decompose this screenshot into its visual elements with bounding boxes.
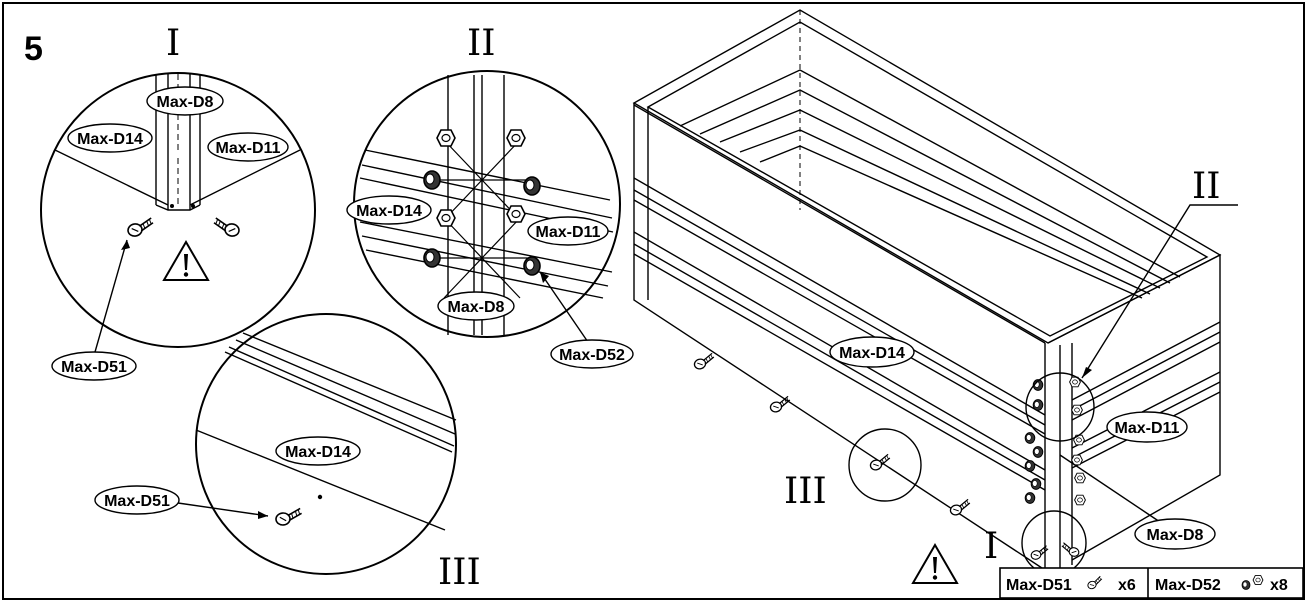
main-warning-icon (912, 544, 958, 584)
detail-1: I Max-D8 Max-D14 Max-D11 Max-D51 (40, 23, 316, 381)
detail-3-numeral: III (438, 552, 481, 593)
main-detail-2-circle (1025, 372, 1095, 442)
main-callout-3: III (784, 471, 827, 512)
detail-2-label-right-panel: Max-D11 (536, 224, 601, 241)
detail-2-label-post: Max-D8 (448, 299, 505, 316)
detail-2-label-bolt: Max-D52 (559, 347, 625, 364)
detail-1-label-right-panel: Max-D11 (216, 140, 281, 157)
parts-row-1-part: Max-D51 (1006, 577, 1072, 594)
main-detail-1-circle (1021, 510, 1087, 576)
main-assembly-view: II III I Max-D14 Max-D11 Max-D8 (632, 9, 1238, 584)
main-detail-3-circle (848, 428, 922, 502)
detail-1-circle (40, 72, 316, 348)
parts-row-1-qty: x6 (1118, 577, 1136, 594)
parts-row-1: Max-D51 x6 (1006, 575, 1136, 594)
parts-row-2: Max-D52 x8 (1155, 575, 1288, 594)
main-label-long-panel: Max-D14 (839, 345, 905, 362)
detail-2-numeral: II (467, 23, 495, 64)
detail-2-label-left-panel: Max-D14 (356, 203, 422, 220)
detail-1-label-post: Max-D8 (157, 94, 214, 111)
main-callout-1: I (984, 526, 998, 567)
detail-3: Max-D14 Max-D51 III (94, 313, 481, 593)
detail-3-circle (195, 313, 457, 575)
main-label-short-panel: Max-D11 (1115, 420, 1180, 437)
main-callout-2: II (1192, 166, 1220, 207)
parts-row-2-part: Max-D52 (1155, 577, 1221, 594)
detail-1-label-screw: Max-D51 (61, 359, 127, 376)
detail-1-numeral: I (166, 23, 180, 64)
main-label-post: Max-D8 (1147, 527, 1204, 544)
warning-exclamation-icon (163, 241, 209, 281)
detail-2: II Max-D14 Max-D11 Max-D8 Max-D52 (346, 23, 634, 369)
parts-row-2-qty: x8 (1270, 577, 1288, 594)
detail-1-label-left-panel: Max-D14 (77, 131, 143, 148)
step-number: 5 (24, 30, 43, 68)
detail-3-label-panel: Max-D14 (285, 444, 351, 461)
detail-3-label-screw: Max-D51 (104, 493, 170, 510)
parts-table: Max-D51 x6 Max-D52 x8 (999, 567, 1304, 599)
